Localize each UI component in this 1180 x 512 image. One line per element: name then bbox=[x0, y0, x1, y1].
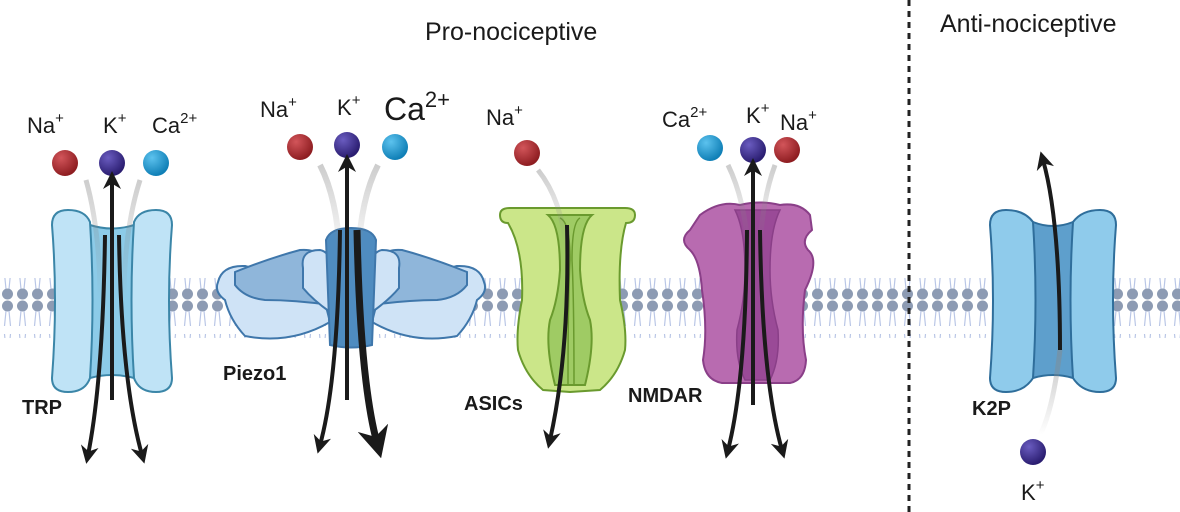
trp-channel: Na+ K+ Ca2+ TRP bbox=[22, 110, 197, 465]
sodium-ion bbox=[774, 137, 800, 163]
trp-label: TRP bbox=[22, 397, 62, 419]
ion-label-ca: Ca2+ bbox=[152, 110, 197, 138]
sodium-ion bbox=[287, 134, 313, 160]
inward-arrow bbox=[353, 229, 389, 459]
ion-label-ca: Ca2+ bbox=[662, 104, 707, 132]
ion-label-ca: Ca2+ bbox=[384, 87, 450, 127]
ion-label-k: K+ bbox=[746, 100, 770, 128]
ion-label-k: K+ bbox=[1021, 477, 1045, 505]
ion-label-na: Na+ bbox=[27, 110, 64, 138]
ion-label-k: K+ bbox=[337, 92, 361, 120]
anti-nociceptive-header: Anti-nociceptive bbox=[940, 10, 1116, 38]
asic-channel: Na+ ASICs bbox=[464, 102, 637, 449]
inward-arrow bbox=[117, 234, 149, 464]
ion-label-na: Na+ bbox=[260, 94, 297, 122]
ion-label-na: Na+ bbox=[780, 107, 817, 135]
outward-arrow bbox=[1036, 151, 1062, 351]
piezo1-label: Piezo1 bbox=[223, 363, 286, 385]
ion-label-na: Na+ bbox=[486, 102, 523, 130]
nmdar-label: NMDAR bbox=[628, 385, 703, 407]
potassium-ion bbox=[334, 132, 360, 158]
inward-arrow bbox=[721, 229, 749, 459]
sodium-ion bbox=[52, 150, 78, 176]
potassium-ion bbox=[740, 137, 766, 163]
piezo1-channel: Na+ K+ Ca2+ Piezo1 bbox=[215, 87, 487, 459]
k2p-channel: K+ K2P bbox=[972, 151, 1118, 505]
pro-nociceptive-header: Pro-nociceptive bbox=[425, 18, 597, 46]
calcium-ion bbox=[697, 135, 723, 161]
inward-arrow bbox=[80, 234, 107, 464]
calcium-ion bbox=[143, 150, 169, 176]
nmdar-channel: Ca2+ K+ Na+ NMDAR bbox=[628, 100, 817, 462]
sodium-ion bbox=[514, 140, 540, 166]
asics-label: ASICs bbox=[464, 393, 523, 415]
ion-label-k: K+ bbox=[103, 110, 127, 138]
inward-arrow bbox=[313, 229, 342, 454]
potassium-ion bbox=[99, 150, 125, 176]
potassium-ion bbox=[1020, 439, 1046, 465]
inward-arrow bbox=[543, 224, 570, 449]
calcium-ion bbox=[382, 134, 408, 160]
inward-arrow bbox=[758, 229, 789, 459]
k2p-label: K2P bbox=[972, 398, 1011, 420]
